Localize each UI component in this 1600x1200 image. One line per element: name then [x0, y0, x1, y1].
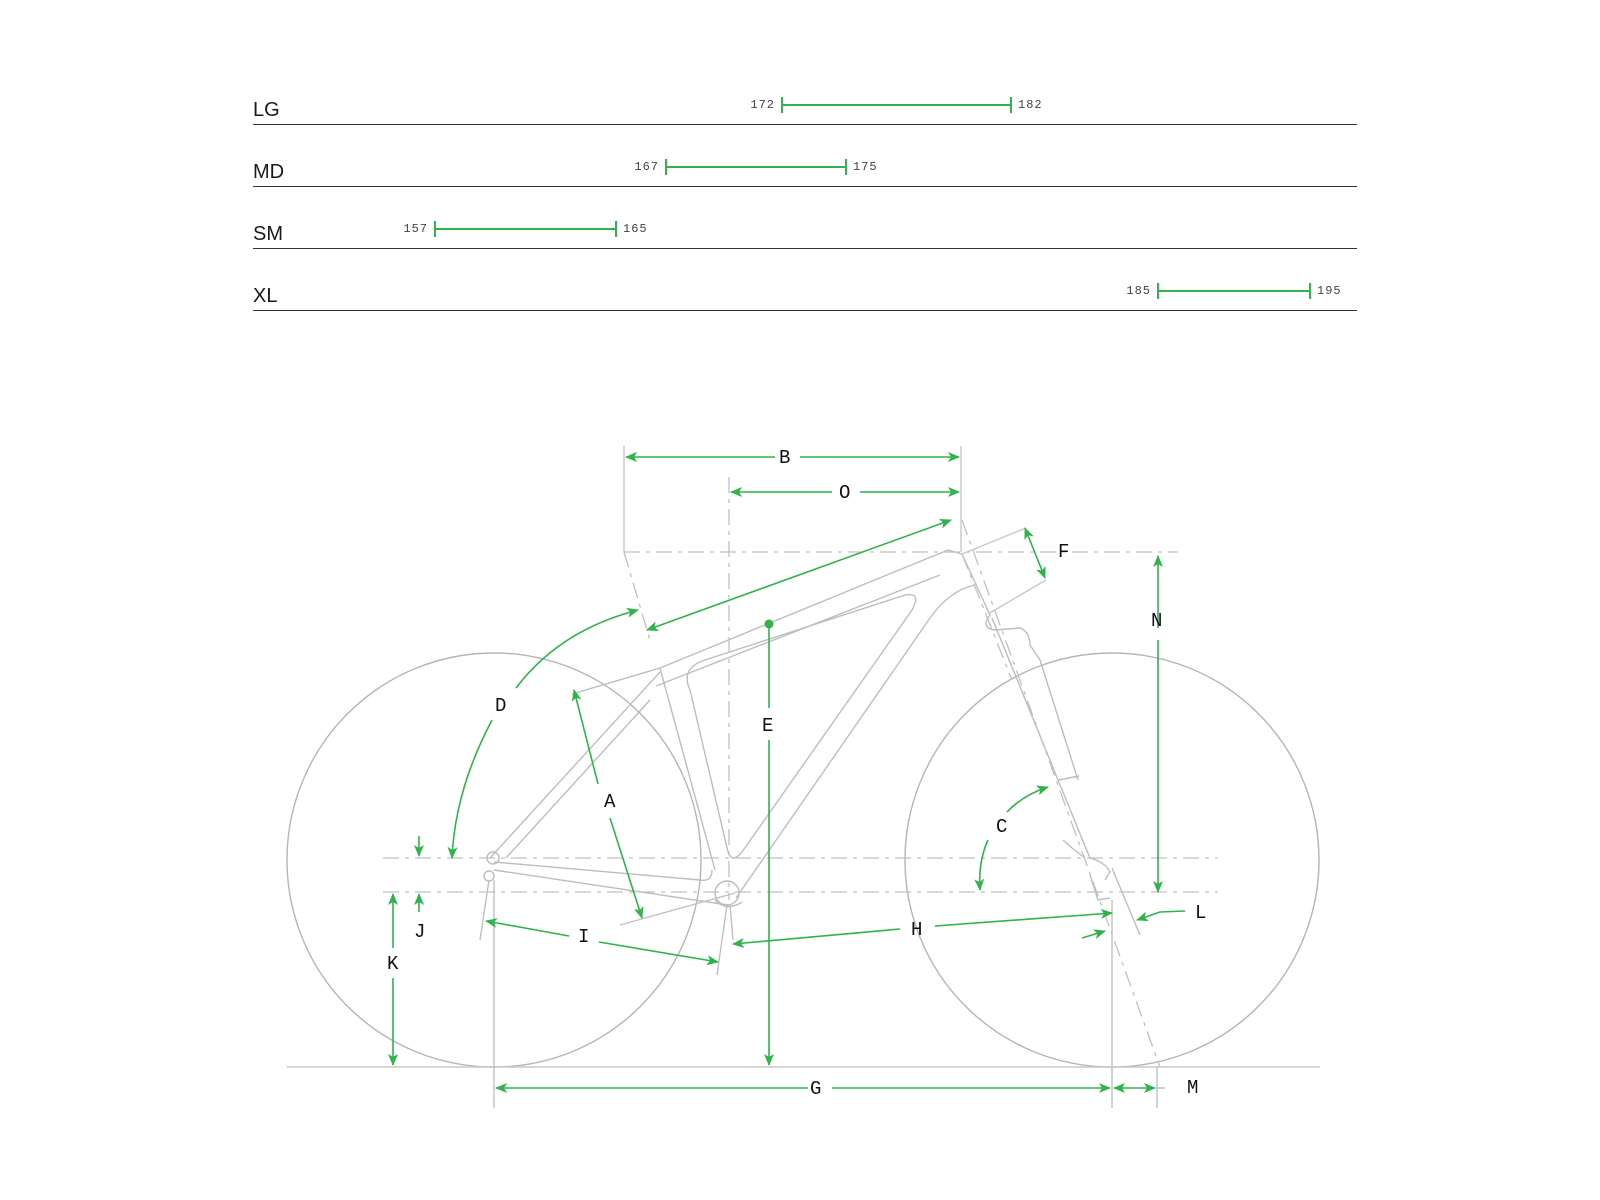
label-o: O [839, 482, 850, 504]
label-j: J [414, 921, 425, 943]
range-tick-max [1309, 283, 1311, 299]
size-row-md: MD 167 175 [253, 125, 1357, 187]
dimension-arrows [388, 452, 1186, 1093]
range-tick-max [615, 221, 617, 237]
size-label: MD [253, 161, 285, 183]
construction-lines [383, 477, 1218, 1068]
label-l: L [1195, 902, 1206, 924]
label-a: A [604, 791, 616, 813]
rider-height-size-chart: LG 172 182 MD 167 175 SM 157 165 XL [0, 0, 1600, 330]
size-label: XL [253, 285, 278, 307]
range-min: 172 [750, 98, 775, 112]
size-row-xl: XL 185 195 [253, 249, 1357, 311]
label-m: M [1187, 1077, 1198, 1099]
range-min: 157 [403, 222, 428, 236]
height-range-bar: 185 195 [1126, 283, 1341, 299]
range-min: 167 [634, 160, 659, 174]
label-e: E [762, 715, 773, 737]
label-n: N [1151, 610, 1162, 632]
height-range-bar: 167 175 [634, 159, 877, 175]
range-tick-max [1010, 97, 1012, 113]
range-min: 185 [1126, 284, 1151, 298]
size-label: LG [253, 99, 280, 121]
label-c: C [996, 816, 1007, 838]
label-i: I [578, 926, 589, 948]
range-tick-max [845, 159, 847, 175]
label-d: D [495, 695, 506, 717]
range-max: 165 [623, 222, 648, 236]
bottom-bracket [714, 880, 740, 906]
range-line [665, 166, 847, 168]
bike-frame-drawing [286, 446, 1320, 1108]
label-b: B [779, 447, 790, 469]
range-line [781, 104, 1012, 106]
size-row-sm: SM 157 165 [253, 187, 1357, 249]
range-line [434, 228, 617, 230]
range-max: 175 [853, 160, 878, 174]
range-max: 195 [1317, 284, 1342, 298]
height-range-bar: 172 182 [750, 97, 1042, 113]
range-line [1157, 290, 1311, 292]
label-f: F [1058, 541, 1069, 563]
label-g: G [810, 1078, 821, 1100]
size-row-lg: LG 172 182 [253, 63, 1357, 125]
height-range-bar: 157 165 [403, 221, 647, 237]
label-h: H [911, 919, 922, 941]
range-max: 182 [1018, 98, 1043, 112]
size-label: SM [253, 223, 283, 245]
label-k: K [387, 953, 399, 975]
dimension-labels: B O F N D E A C L H J I K G M [387, 447, 1206, 1100]
